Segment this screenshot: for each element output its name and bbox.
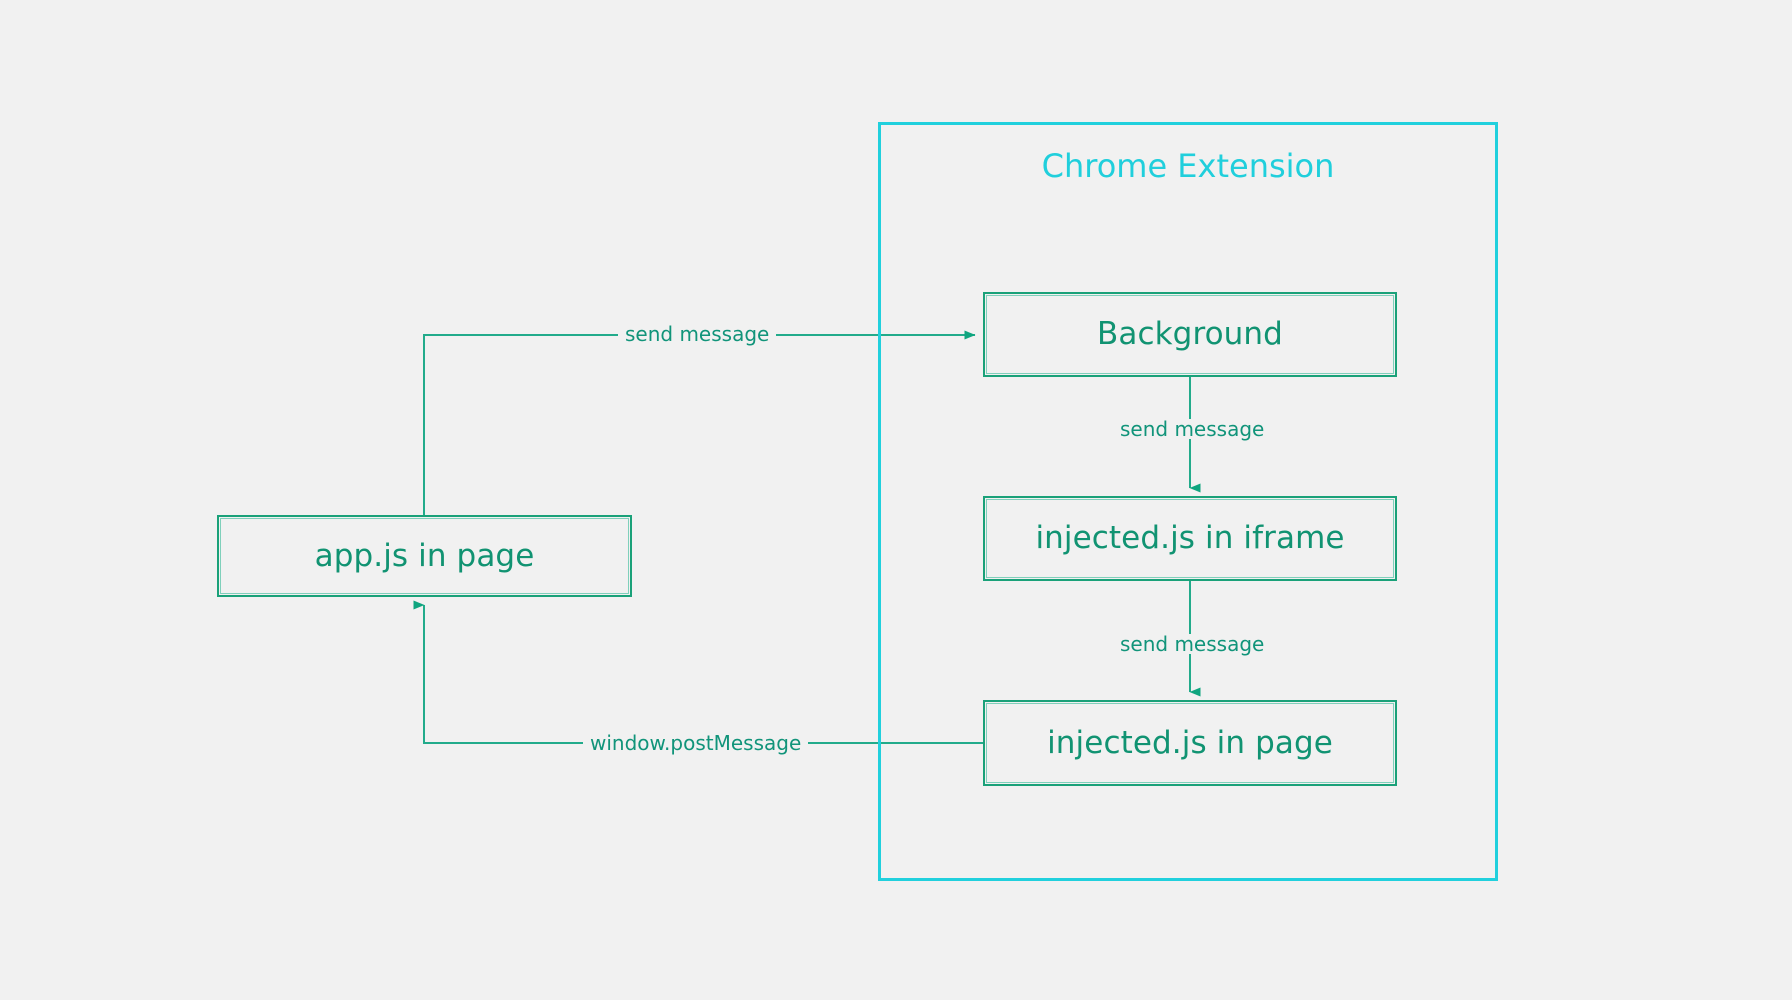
node-injected-js-in-iframe[interactable]: injected.js in iframe	[983, 496, 1397, 581]
node-app-js-label: app.js in page	[314, 537, 535, 574]
node-background[interactable]: Background	[983, 292, 1397, 377]
edge-app-js-to-background	[423, 330, 976, 515]
edge-label-injected-iframe-to-injected-page: send message	[1113, 634, 1272, 654]
edge-label-injected-page-to-app-js: window.postMessage	[583, 733, 809, 753]
edge-label-background-to-injected-iframe: send message	[1113, 419, 1272, 439]
node-injected-js-in-iframe-label: injected.js in iframe	[1035, 520, 1345, 556]
node-injected-js-in-page-label: injected.js in page	[1047, 724, 1333, 761]
edge-label-app-js-to-background: send message	[618, 324, 777, 344]
node-injected-js-in-page[interactable]: injected.js in page	[983, 700, 1397, 786]
chrome-extension-container	[878, 122, 1498, 881]
node-app-js[interactable]: app.js in page	[217, 515, 632, 597]
chrome-extension-title: Chrome Extension	[1041, 147, 1335, 185]
node-background-label: Background	[1097, 316, 1283, 352]
